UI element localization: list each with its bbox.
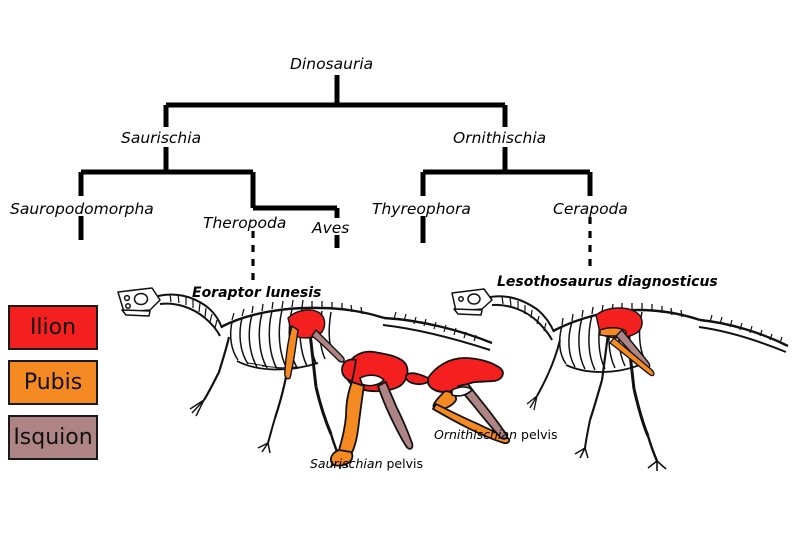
- legend-swatch-isquion[interactable]: Isquion: [8, 415, 98, 460]
- saurischian-pelvis-illustration: [329, 350, 414, 467]
- ornithischian-pubis-shaft: [432, 403, 511, 445]
- legend-label-isquion: Isquion: [13, 424, 93, 450]
- clade-label-theropoda: Theropoda: [203, 214, 287, 232]
- specimen-label-lesothosaurus: Lesothosaurus diagnosticus: [497, 274, 718, 290]
- saurischian-pubic-boot: [329, 449, 354, 467]
- pelvis-label-ornithischian: Ornithischian pelvis: [434, 427, 558, 442]
- eoraptor-skeleton: [117, 287, 493, 469]
- legend-label-ilion: Ilion: [29, 314, 77, 340]
- eoraptor-pubis: [284, 325, 299, 380]
- saurischian-ischium: [377, 381, 414, 450]
- ornithischian-acetabulum: [451, 386, 473, 397]
- eoraptor-ischium: [311, 329, 345, 363]
- pelvis-label-saurischian-plain: pelvis: [382, 456, 423, 471]
- ornithischian-ilium-preacetabular: [405, 372, 429, 385]
- clade-label-cerapoda: Cerapoda: [553, 200, 628, 218]
- pelvis-label-ornithischian-italic: Ornithischian: [434, 427, 518, 442]
- saurischian-pubis: [337, 381, 365, 462]
- saurischian-acetabulum: [359, 374, 385, 387]
- pelvis-label-saurischian-italic: Saurischian: [310, 456, 383, 471]
- clade-label-aves: Aves: [312, 219, 350, 237]
- legend-swatch-pubis[interactable]: Pubis: [8, 360, 98, 405]
- legend-swatch-ilion[interactable]: Ilion: [8, 305, 98, 350]
- saurischian-ilium-preacetabular: [341, 358, 357, 382]
- lesothosaurus-skeleton: [451, 288, 789, 471]
- legend-label-pubis: Pubis: [23, 369, 83, 395]
- lesothosaurus-pubis-shaft: [609, 337, 655, 377]
- clade-label-saurischia: Saurischia: [121, 129, 202, 147]
- pelvis-label-ornithischian-plain: pelvis: [517, 427, 558, 442]
- pelvis-label-saurischian: Saurischian pelvis: [310, 456, 423, 471]
- clade-label-dinosauria: Dinosauria: [290, 55, 374, 73]
- clade-label-thyreophora: Thyreophora: [372, 200, 471, 218]
- ornithischian-pelvis-illustration: [405, 357, 511, 445]
- specimen-label-eoraptor: Eoraptor lunesis: [192, 285, 322, 301]
- clade-label-sauropodomorpha: Sauropodomorpha: [10, 200, 154, 218]
- ornithischian-ischium: [457, 383, 508, 440]
- clade-label-ornithischia: Ornithischia: [453, 129, 547, 147]
